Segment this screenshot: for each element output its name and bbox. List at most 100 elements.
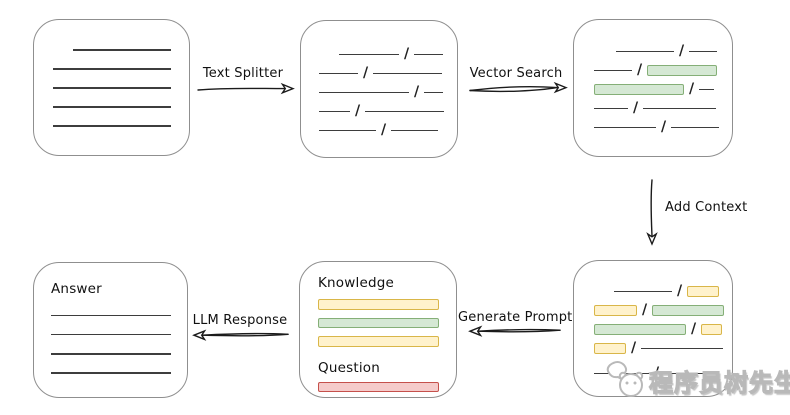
text-splitter-arrowhead	[280, 82, 295, 95]
vector-search-arrow	[469, 86, 558, 92]
yellow-highlight-bar	[687, 286, 720, 297]
generate-prompt-arrowhead	[468, 325, 483, 337]
green-highlight-bar	[652, 305, 725, 316]
text-line	[594, 69, 632, 72]
green-highlight-bar	[594, 84, 684, 95]
text-line	[373, 72, 443, 75]
slash-separator: /	[404, 46, 410, 62]
text-line	[319, 91, 409, 94]
text-line	[319, 110, 350, 113]
slash-separator: /	[689, 81, 695, 97]
knowledge-label: Knowledge	[318, 275, 395, 291]
text-line	[594, 126, 656, 129]
red-prompt-bar	[318, 381, 439, 392]
chunk-row: /	[594, 61, 732, 80]
slash-separator: /	[642, 302, 648, 318]
vector-search-results-box: / / / / /	[573, 19, 733, 157]
llm-response-arrowhead	[192, 329, 207, 341]
slash-separator: /	[381, 122, 387, 138]
slash-separator: /	[637, 62, 643, 78]
chunk-row: /	[594, 339, 732, 358]
text-line	[51, 352, 171, 355]
vector-search-arrow-sketch	[469, 86, 558, 93]
yellow-prompt-bar	[318, 299, 439, 310]
chunk-row: /	[319, 83, 457, 102]
text-line	[424, 91, 444, 94]
vector-search-arrowhead	[553, 81, 568, 94]
text-line	[365, 110, 445, 113]
slash-separator: /	[363, 65, 369, 81]
answer-box: Answer	[33, 262, 188, 398]
add-context-label: Add Context	[665, 200, 748, 215]
chunk-row: /	[319, 121, 457, 140]
text-line	[643, 107, 717, 110]
yellow-highlight-bar	[701, 324, 723, 335]
slash-separator: /	[414, 84, 420, 100]
split-chunks-box: / / / / /	[300, 20, 458, 158]
text-line	[689, 50, 718, 53]
text-line	[339, 53, 399, 56]
mascot-icon	[606, 361, 644, 397]
text-line	[391, 129, 439, 132]
source-document-box	[33, 19, 190, 156]
llm-response-arrow-sketch	[201, 332, 289, 336]
question-label: Question	[318, 359, 380, 376]
answer-lines	[51, 314, 187, 374]
chunk-row: /	[319, 45, 457, 64]
green-highlight-bar	[594, 324, 686, 335]
slash-separator: /	[633, 100, 639, 116]
text-line	[53, 86, 171, 89]
text-line	[73, 49, 171, 51]
text-line	[594, 107, 628, 110]
text-line	[671, 126, 720, 129]
chunk-row: /	[594, 42, 732, 61]
llm-response-label: LLM Response	[192, 313, 288, 328]
chunk-row: /	[319, 102, 457, 121]
text-line	[319, 72, 358, 75]
text-line	[699, 88, 715, 91]
text-line	[51, 314, 171, 317]
text-line	[616, 50, 674, 53]
chunk-row: /	[319, 64, 457, 83]
add-context-arrowhead	[646, 232, 658, 246]
text-line	[319, 129, 376, 132]
yellow-highlight-bar	[594, 305, 637, 316]
yellow-highlight-bar	[594, 343, 626, 354]
generate-prompt-arrow-sketch	[477, 328, 561, 332]
slash-separator: /	[654, 365, 660, 381]
green-prompt-bar	[318, 317, 439, 328]
slash-separator: /	[355, 103, 361, 119]
generate-prompt-label: Generate Prompt	[458, 310, 573, 325]
slash-separator: /	[631, 340, 637, 356]
text-line	[51, 333, 171, 336]
chunk-row: /	[594, 320, 732, 339]
slash-separator: /	[691, 321, 697, 337]
watermark: 程序员树先生	[604, 360, 790, 400]
watermark-text: 程序员树先生	[648, 368, 790, 397]
chunk-row: /	[594, 301, 732, 320]
yellow-prompt-bar	[318, 336, 439, 347]
slash-separator: /	[661, 119, 667, 135]
chunk-row: /	[594, 99, 732, 118]
slash-separator: /	[677, 283, 683, 299]
slash-separator: /	[679, 43, 685, 59]
text-line	[664, 372, 710, 375]
question-bars	[318, 381, 456, 392]
chunk-row: /	[594, 80, 732, 99]
answer-label: Answer	[51, 281, 102, 297]
text-line	[53, 105, 171, 108]
text-line	[51, 372, 171, 374]
chunk-row: /	[594, 282, 732, 301]
text-line	[53, 67, 171, 70]
green-highlight-bar	[647, 65, 718, 76]
chunk-row: /	[594, 118, 732, 137]
text-line	[414, 53, 444, 56]
text-splitter-label: Text Splitter	[202, 66, 284, 81]
vector-search-label: Vector Search	[469, 66, 563, 81]
add-context-arrow	[650, 179, 653, 237]
text-line	[641, 347, 724, 350]
text-splitter-arrow	[197, 87, 285, 91]
prompt-box: Knowledge Question	[299, 261, 457, 398]
